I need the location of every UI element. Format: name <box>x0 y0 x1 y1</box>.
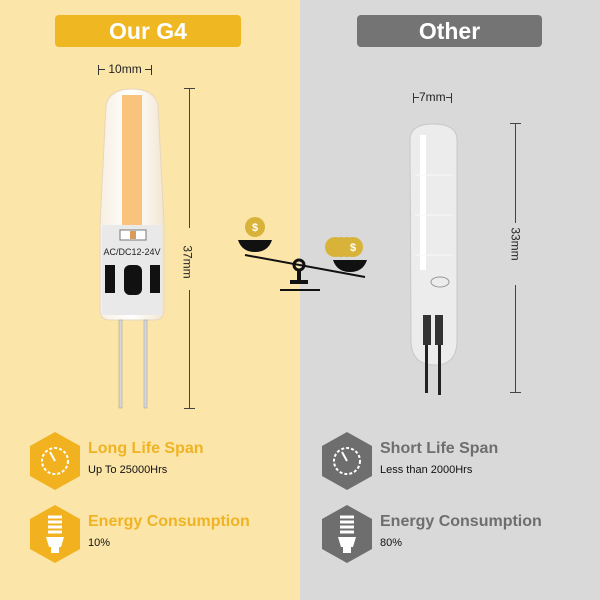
svg-text:$: $ <box>350 242 356 254</box>
width-dimension: 10mm <box>98 62 153 76</box>
cfl-bulb-icon <box>30 505 80 563</box>
our-g4-title: Our G4 <box>55 15 241 47</box>
svg-text:$: $ <box>252 222 258 234</box>
svg-text:AC/DC12-24V: AC/DC12-24V <box>103 247 160 257</box>
other-title: Other <box>357 15 542 47</box>
cfl-bulb-icon <box>322 505 372 563</box>
other-panel: Other 7mm 33mm Short Life Span Less than… <box>300 0 600 600</box>
clock-icon <box>30 432 80 490</box>
feature-short-life-span: Short Life Span Less than 2000Hrs <box>322 432 592 492</box>
our-g4-panel: Our G4 10mm AC/DC12-24V 37mm Long Life S… <box>0 0 300 600</box>
height-dimension: 33mm <box>508 227 523 261</box>
feature-energy-consumption: Energy Consumption 10% <box>30 505 300 565</box>
balance-scale-icon: $ $ <box>238 217 367 291</box>
height-dimension: 37mm <box>180 245 195 279</box>
halogen-g4-bulb-image <box>409 123 458 395</box>
clock-icon <box>322 432 372 490</box>
width-dimension: 7mm <box>413 90 452 104</box>
led-g4-bulb-image: AC/DC12-24V <box>99 88 165 409</box>
feature-energy-consumption: Energy Consumption 80% <box>322 505 592 565</box>
feature-long-life-span: Long Life Span Up To 25000Hrs <box>30 432 300 492</box>
